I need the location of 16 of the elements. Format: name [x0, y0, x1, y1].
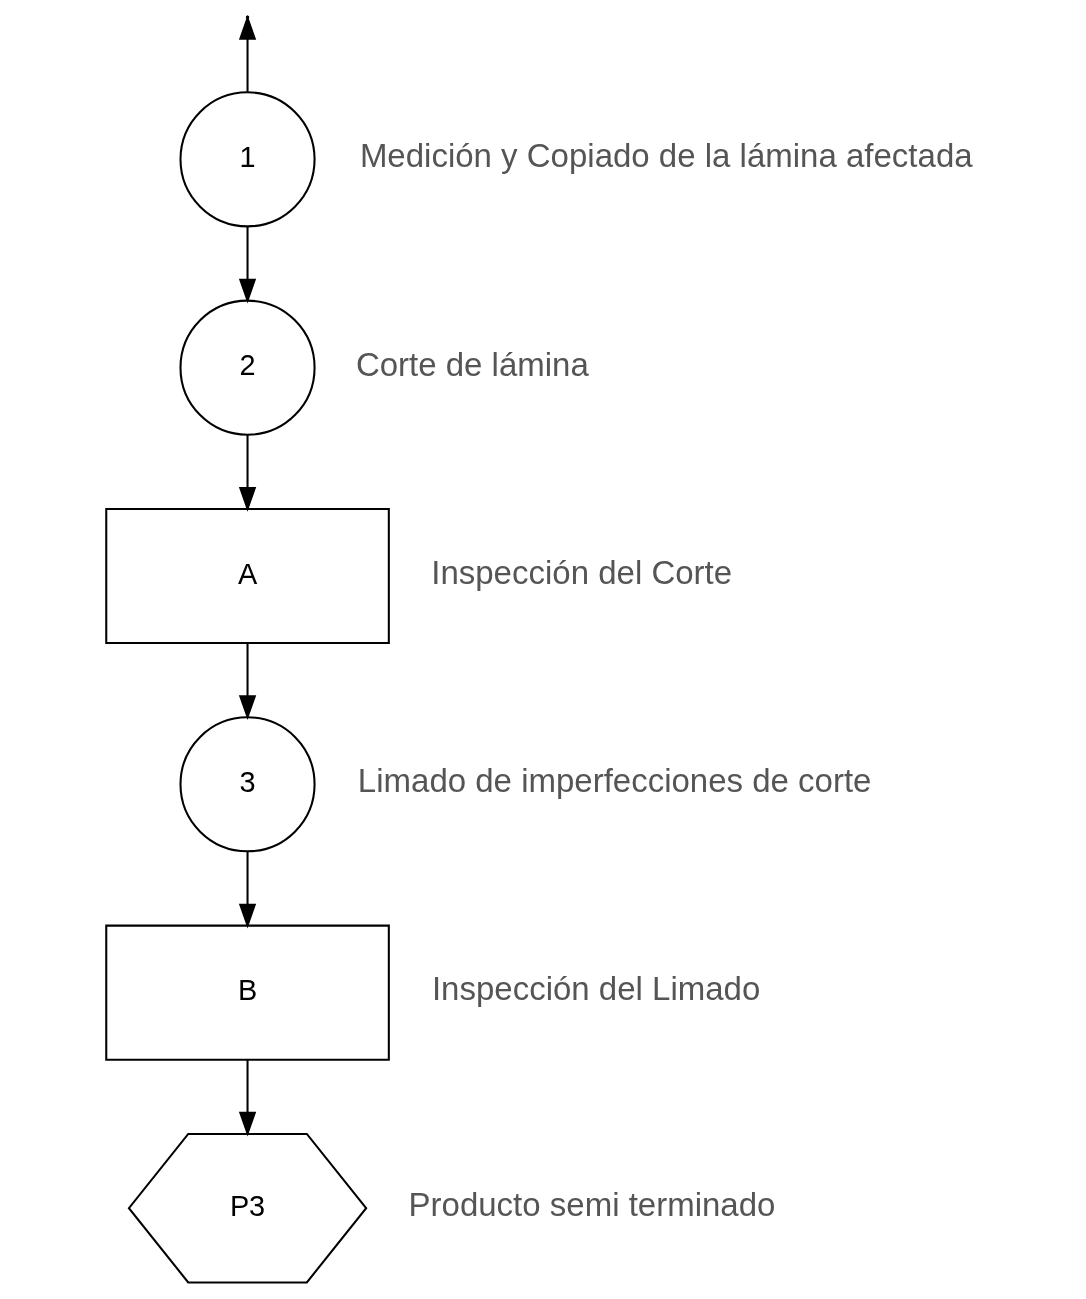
node-label: Inspección del Limado	[431, 970, 761, 1008]
node-label: Limado de imperfecciones de corte	[357, 762, 872, 800]
arrow	[238, 434, 257, 512]
node-circle: 2	[179, 299, 316, 436]
node-circle: 1	[179, 91, 316, 228]
node-circle: 3	[179, 716, 316, 853]
arrow	[238, 226, 257, 304]
arrow	[238, 851, 257, 929]
node-label: Medición y Copiado de la lámina afectada	[359, 137, 973, 175]
node-label: Corte de lámina	[355, 345, 589, 383]
arrow	[238, 1059, 257, 1137]
node-box: B	[105, 924, 390, 1061]
node-box: A	[105, 507, 390, 645]
node-label: Producto semi terminado	[408, 1186, 776, 1224]
node-label: Inspección del Corte	[431, 553, 733, 591]
arrow	[238, 643, 257, 721]
